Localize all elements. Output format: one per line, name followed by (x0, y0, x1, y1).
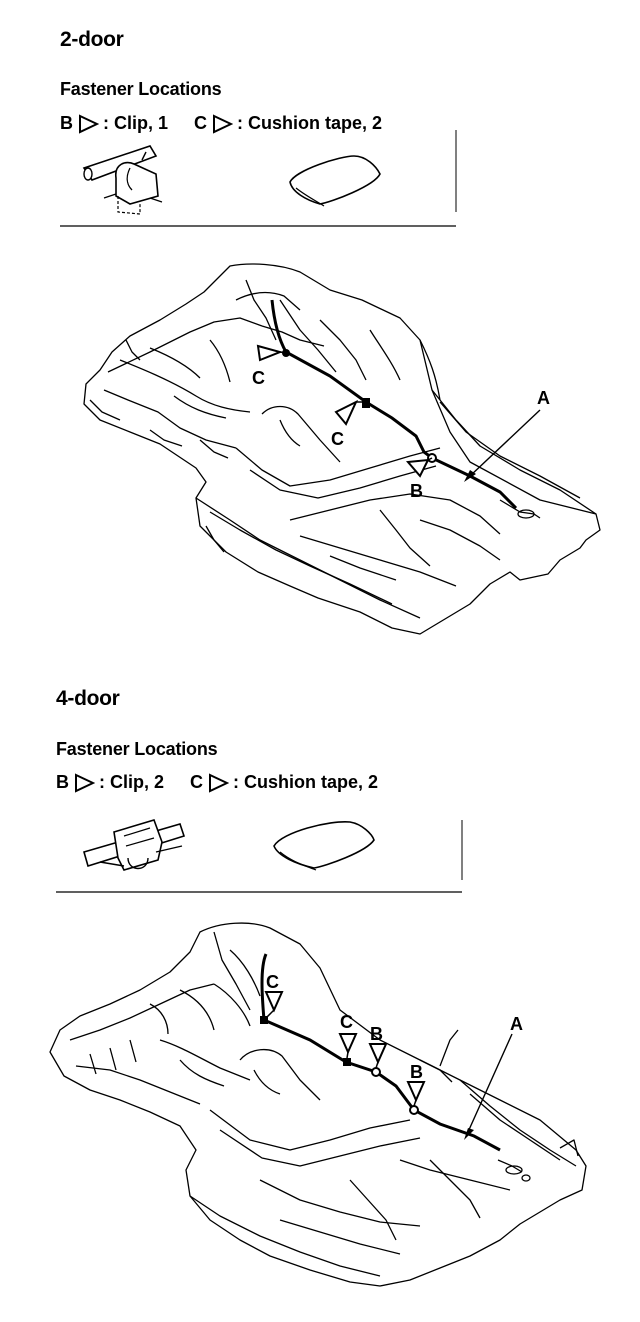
callout-b: B (410, 481, 423, 501)
two-door-title: 2-door (60, 28, 124, 51)
callout-c: C (252, 368, 265, 388)
callout-a: A (510, 1014, 523, 1034)
callout-c: C (340, 1012, 353, 1032)
fastener-triangle-icon (264, 991, 284, 1013)
callout-a: A (537, 388, 550, 408)
legend-c-letter: C (190, 772, 204, 792)
fastener-triangle-icon (334, 399, 359, 426)
four-door-title: 4-door (56, 687, 120, 710)
callout-c: C (331, 429, 344, 449)
fastener-triangle-icon (406, 1081, 426, 1103)
four-door-fastener-heading: Fastener Locations (56, 739, 218, 759)
legend-b-text: : Clip, 2 (99, 772, 165, 792)
fastener-triangle-icon (338, 1033, 358, 1055)
fastener-triangle-icon (209, 772, 230, 793)
two-door-legend: B : Clip, 1 C : Cushion tape, 2 (60, 113, 382, 134)
legend-c-text: : Cushion tape, 2 (233, 772, 379, 792)
legend-b-text: : Clip, 1 (103, 113, 169, 133)
fastener-triangle-icon (213, 113, 234, 134)
fastener-triangle-icon (368, 1043, 388, 1065)
four-door-legend: B : Clip, 2 C : Cushion tape, 2 (56, 772, 378, 793)
two-door-fastener-heading: Fastener Locations (60, 79, 222, 99)
fastener-triangle-icon (79, 113, 99, 134)
fastener-triangle-icon (405, 458, 430, 478)
callout-c: C (266, 972, 279, 992)
callout-b: B (410, 1062, 423, 1082)
legend-c-letter: C (194, 113, 208, 133)
fastener-triangle-icon (256, 344, 284, 362)
legend-c-text: : Cushion tape, 2 (237, 113, 383, 133)
legend-b-letter: B (60, 113, 73, 133)
fastener-triangle-icon (75, 772, 95, 793)
legend-b-letter: B (56, 772, 69, 792)
callout-b: B (370, 1024, 383, 1044)
